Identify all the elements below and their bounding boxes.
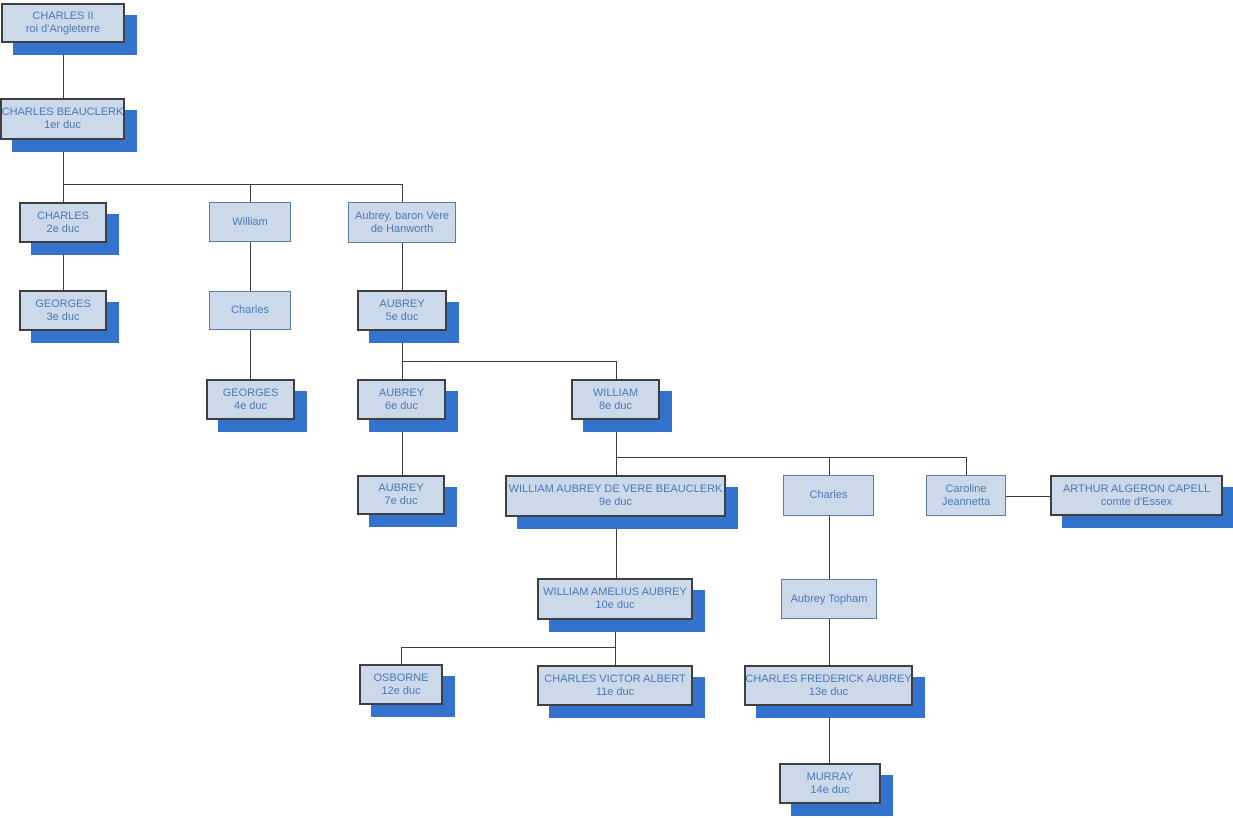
node-name: Aubrey, baron Vere	[355, 209, 449, 222]
node-title: 1er duc	[44, 119, 81, 131]
connector-line-vertical	[616, 517, 617, 578]
node-name: William	[232, 215, 268, 228]
connector-line-horizontal	[1006, 496, 1050, 497]
node-title: 13e duc	[808, 685, 849, 698]
node-title: 2e duc	[46, 222, 80, 235]
connector-line-vertical	[250, 184, 251, 202]
node-name: GEORGES	[222, 386, 279, 399]
node-name: Charles	[809, 489, 848, 501]
node-title: Jeannetta	[941, 495, 991, 508]
node-name: Charles	[231, 304, 269, 316]
node-name: AUBREY	[379, 297, 425, 310]
connector-line-vertical	[616, 361, 617, 379]
node-title: 4e duc	[233, 399, 268, 412]
node-title: 6e duc	[384, 399, 419, 412]
connector-line-vertical	[63, 43, 64, 98]
connector-line-vertical	[829, 516, 830, 579]
node-title: comte d'Essex	[1100, 495, 1173, 508]
connector-line-horizontal	[401, 647, 615, 648]
node-name: WILLIAM AMELIUS AUBREY	[543, 586, 687, 598]
connector-line-vertical	[402, 184, 403, 202]
connector-line-vertical	[402, 243, 403, 290]
node-title: de Hanworth	[370, 222, 434, 235]
node-name: CHARLES BEAUCLERK	[1, 106, 124, 118]
connector-line-vertical	[63, 140, 64, 202]
node-title: 14e duc	[810, 783, 850, 796]
connector-line-vertical	[402, 420, 403, 475]
node-name: CHARLES VICTOR ALBERT	[544, 672, 686, 685]
node-name: AUBREY	[378, 386, 425, 399]
node-name: MURRAY	[806, 770, 854, 783]
connector-line-horizontal	[616, 457, 966, 458]
node-title: 7e duc	[384, 495, 418, 507]
node-title: 9e duc	[598, 496, 633, 508]
node-name: WILLIAM AUBREY DE VERE BEAUCLERK	[508, 483, 723, 495]
node-name: AUBREY	[378, 482, 424, 494]
node-title: 8e duc	[598, 399, 633, 412]
node-name: OSBORNE	[373, 671, 429, 684]
connector-line-vertical	[250, 242, 251, 291]
node-name: CHARLES FREDERICK AUBREY	[745, 672, 912, 685]
connector-line-vertical	[615, 620, 616, 665]
connector-line-vertical	[616, 420, 617, 475]
connector-line-vertical	[250, 330, 251, 379]
node-name: Caroline	[945, 482, 987, 495]
connector-line-vertical	[829, 619, 830, 665]
connector-line-vertical	[63, 243, 64, 290]
node-name: CHARLES II	[32, 10, 94, 22]
node-name: GEORGES	[35, 297, 91, 310]
connector-line-vertical	[966, 457, 967, 475]
connector-line-horizontal	[63, 184, 402, 185]
tree-node-charles-son-of-william: Charles	[209, 291, 291, 330]
connector-line-vertical	[829, 457, 830, 475]
node-title: 5e duc	[385, 310, 419, 323]
node-name: ARTHUR ALGERON CAPELL	[1062, 482, 1211, 495]
node-title: roi d'Angleterre	[25, 23, 101, 35]
connector-line-vertical	[402, 331, 403, 379]
node-name: WILLIAM	[592, 386, 639, 399]
node-title: 10e duc	[595, 599, 635, 611]
tree-node-william: William	[209, 202, 291, 242]
tree-node-aubrey-topham: Aubrey Topham	[781, 579, 877, 619]
tree-node-charles-son-of-8e-duc: Charles	[783, 475, 874, 516]
connector-line-horizontal	[402, 361, 616, 362]
node-title: 12e duc	[381, 684, 421, 697]
connector-line-vertical	[401, 647, 402, 664]
connector-line-vertical	[829, 706, 830, 763]
node-title: 11e duc	[595, 685, 635, 698]
node-name: Aubrey Topham	[790, 592, 868, 605]
node-title: 3e duc	[46, 310, 80, 323]
node-name: CHARLES	[37, 209, 89, 222]
